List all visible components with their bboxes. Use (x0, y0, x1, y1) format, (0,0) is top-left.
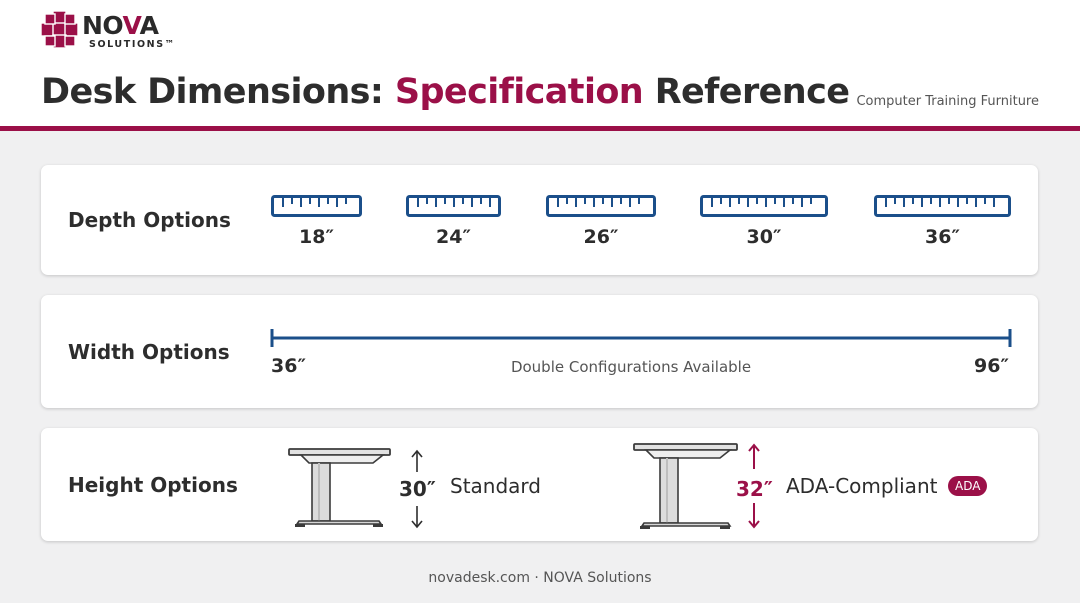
height-options-label: Height Options (68, 473, 238, 497)
ruler-icon (700, 195, 828, 217)
ada-height-arrow-icon (748, 443, 760, 529)
depth-option-value: 18″ (299, 226, 334, 248)
depth-option-value: 36″ (925, 226, 960, 248)
width-min-value: 36″ (271, 355, 306, 377)
ada-height-label: ADA-Compliant (786, 474, 938, 498)
ada-height-value: 32″ (736, 477, 773, 501)
page-title: Desk Dimensions: Specification Reference (41, 72, 850, 112)
depth-option: 36″ (874, 195, 1011, 248)
width-options-label: Width Options (68, 340, 230, 364)
ruler-icon (406, 195, 501, 217)
ruler-icon (874, 195, 1011, 217)
nova-logo[interactable]: NOVA SOLUTIONS™ (40, 10, 180, 54)
height-options-card: Height Options 30″ Standard 32″ ADA-Comp… (41, 428, 1038, 541)
width-options-card: Width Options 36″ Double Configurations … (41, 295, 1038, 408)
ada-badge: ADA (948, 476, 988, 496)
depth-options-label: Depth Options (68, 208, 231, 232)
ruler-icon (546, 195, 656, 217)
depth-option: 24″ (406, 195, 501, 248)
height-arrow-icon (411, 449, 423, 529)
ada-desk-icon (633, 443, 738, 529)
depth-option-value: 24″ (436, 226, 471, 248)
depth-options-card: Depth Options 18″ 24″ 26″ (41, 165, 1038, 275)
width-note: Double Configurations Available (510, 358, 752, 376)
standard-desk-icon (288, 448, 391, 527)
depth-option: 18″ (271, 195, 362, 248)
logo-mark-icon (40, 10, 79, 49)
standard-height-value: 30″ (399, 477, 436, 501)
depth-option: 30″ (700, 195, 828, 248)
footer-text[interactable]: novadesk.com · NOVA Solutions (428, 570, 652, 586)
width-max-value: 96″ (974, 355, 1009, 377)
header: NOVA SOLUTIONS™ Desk Dimensions: Specifi… (0, 0, 1080, 128)
ruler-icon (271, 195, 362, 217)
page-subtitle: Computer Training Furniture (856, 94, 1039, 109)
logo-subtext: SOLUTIONS™ (89, 39, 176, 50)
header-divider (0, 126, 1080, 131)
depth-option-value: 30″ (746, 226, 782, 248)
depth-option-value: 26″ (583, 226, 619, 248)
logo-wordmark: NOVA (82, 11, 159, 40)
depth-option: 26″ (546, 195, 656, 248)
width-range-line (270, 329, 1012, 347)
standard-height-label: Standard (450, 474, 541, 498)
